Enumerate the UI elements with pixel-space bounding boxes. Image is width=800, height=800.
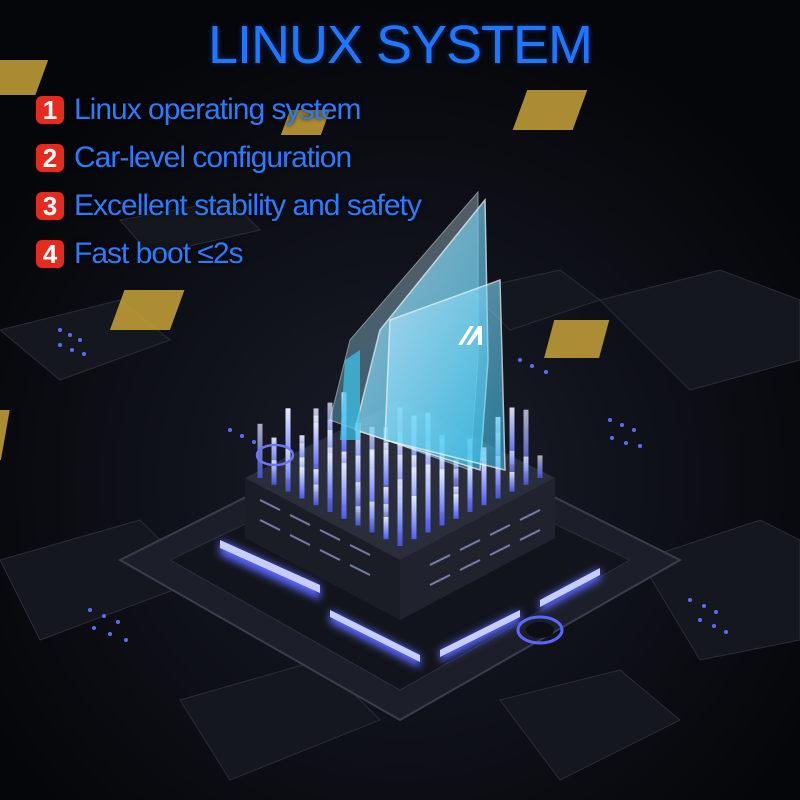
chip-pin	[285, 408, 291, 478]
feature-item: 3 Excellent stability and safety	[36, 182, 422, 230]
chip-pin	[341, 463, 347, 519]
chip-pin	[495, 456, 501, 499]
feature-text: Linux operating system	[74, 93, 361, 126]
board-components	[0, 199, 800, 781]
chip-pin	[397, 479, 403, 546]
chip-pin	[509, 450, 515, 478]
feature-list: 1 Linux operating system 2 Car-level con…	[36, 86, 422, 278]
chip-pin	[355, 482, 361, 512]
chip-pin	[299, 467, 305, 499]
brand-logo-icon	[458, 326, 482, 345]
chip-pin	[453, 459, 459, 478]
chip-pin	[383, 487, 389, 512]
chip-pin	[299, 443, 305, 472]
feature-item: 1 Linux operating system	[36, 86, 421, 134]
feature-number-badge: 2	[36, 144, 64, 172]
blue-glow-strips	[220, 540, 600, 668]
chip-pin	[355, 425, 361, 485]
chip-pin	[369, 451, 375, 519]
chip-pin	[327, 453, 333, 512]
chip-pin	[453, 494, 459, 519]
chip-pin	[383, 449, 389, 499]
chip-pin	[355, 455, 361, 499]
chip-pin	[481, 457, 487, 506]
chip-pin	[313, 423, 319, 478]
feature-text: Excellent stability and safety	[74, 189, 422, 222]
blue-led-dots	[58, 328, 728, 642]
chip-pin	[425, 464, 431, 533]
board-ring-connector	[255, 443, 564, 645]
chip-pin	[411, 496, 417, 540]
chip-pin	[383, 517, 389, 540]
chip-pin	[285, 449, 291, 492]
feature-item: 4 Fast boot ≤2s	[36, 230, 421, 278]
glass-panels	[329, 190, 506, 472]
feature-text: Fast boot ≤2s	[74, 237, 244, 270]
feature-item: 2 Car-level configuration	[36, 134, 421, 182]
chip-pin	[509, 407, 515, 465]
chip-pin	[383, 504, 389, 526]
feature-number-badge: 3	[36, 192, 64, 220]
chip-pin	[271, 437, 277, 472]
chip-pin	[523, 456, 529, 485]
chip-pin	[313, 469, 319, 492]
gold-chips	[0, 60, 610, 460]
chip-pin	[355, 506, 361, 526]
chip-pin	[439, 471, 445, 526]
chip-pin	[369, 501, 375, 533]
chip-pin	[523, 409, 529, 472]
feature-number-badge: 4	[36, 240, 64, 268]
chip-pin	[537, 455, 543, 478]
chip-pin	[313, 484, 319, 506]
chip-pin	[271, 460, 277, 485]
page-title: LINUX SYSTEM	[207, 15, 593, 75]
feature-number-badge: 1	[36, 96, 64, 124]
chip-pin	[453, 469, 459, 492]
chip-pin	[467, 465, 473, 512]
feature-text: Car-level configuration	[74, 141, 352, 174]
chip-pin	[509, 472, 515, 492]
